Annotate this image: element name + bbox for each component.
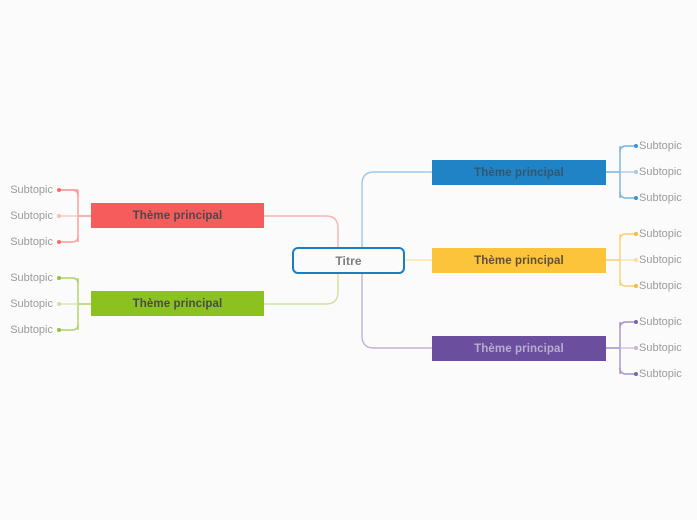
subtopic-yellow-1[interactable]: Subtopic (639, 228, 682, 240)
root-node-titre[interactable]: Titre (292, 247, 405, 274)
dot-blue-1 (634, 144, 638, 148)
subtopic-purple-3[interactable]: Subtopic (639, 368, 682, 380)
subtopic-green-1[interactable]: Subtopic (10, 272, 53, 284)
subtopic-blue-1[interactable]: Subtopic (639, 140, 682, 152)
subtopic-yellow-2[interactable]: Subtopic (639, 254, 682, 266)
spine-blue (606, 146, 621, 198)
dot-red-1 (57, 188, 61, 192)
stub-green-1 (60, 277, 79, 285)
subtopic-blue-2[interactable]: Subtopic (639, 166, 682, 178)
subtopic-green-3[interactable]: Subtopic (10, 324, 53, 336)
dot-yellow-3 (634, 284, 638, 288)
trunk-purple (361, 274, 432, 349)
subtopic-red-2[interactable]: Subtopic (10, 210, 53, 222)
theme-node-purple[interactable]: Thème principal (432, 336, 606, 361)
stub-blue-1 (619, 145, 635, 153)
subtopic-purple-1[interactable]: Subtopic (639, 316, 682, 328)
stub-blue-3 (619, 191, 635, 199)
dot-purple-3 (634, 372, 638, 376)
subtopic-purple-2[interactable]: Subtopic (639, 342, 682, 354)
dot-green-3 (57, 328, 61, 332)
spine-green (77, 278, 91, 330)
root-node-label: Titre (335, 253, 362, 268)
dot-blue-3 (634, 196, 638, 200)
theme-node-red-label: Thème principal (132, 209, 223, 222)
stub-purple-1 (619, 321, 635, 329)
dot-blue-2 (634, 170, 638, 174)
theme-node-blue[interactable]: Thème principal (432, 160, 606, 185)
subtopic-yellow-3[interactable]: Subtopic (639, 280, 682, 292)
subtopic-green-2[interactable]: Subtopic (10, 298, 53, 310)
theme-node-red[interactable]: Thème principal (91, 203, 264, 228)
theme-node-blue-label: Thème principal (474, 166, 564, 179)
theme-node-yellow[interactable]: Thème principal (432, 248, 606, 273)
subtopic-blue-3[interactable]: Subtopic (639, 192, 682, 204)
stub-green-3 (60, 323, 79, 331)
theme-node-green[interactable]: Thème principal (91, 291, 264, 316)
spine-red (77, 190, 91, 242)
trunk-blue (361, 171, 432, 247)
stub-purple-3 (619, 367, 635, 375)
dot-green-1 (57, 276, 61, 280)
trunk-red (264, 215, 339, 247)
subtopic-red-3[interactable]: Subtopic (10, 236, 53, 248)
theme-node-yellow-label: Thème principal (474, 254, 564, 267)
dot-purple-2 (634, 346, 638, 350)
theme-node-purple-label: Thème principal (474, 342, 564, 355)
spine-purple (606, 322, 621, 374)
trunk-green (264, 274, 339, 305)
dot-green-2 (57, 302, 61, 306)
stub-yellow-1 (619, 233, 635, 241)
stub-red-3 (60, 235, 79, 243)
subtopic-red-1[interactable]: Subtopic (10, 184, 53, 196)
stub-red-1b (60, 189, 79, 197)
stub-yellow-3 (619, 279, 635, 287)
dot-purple-1 (634, 320, 638, 324)
spine-yellow (606, 234, 621, 286)
dot-red-3 (57, 240, 61, 244)
dot-red-2 (57, 214, 61, 218)
dot-yellow-2 (634, 258, 638, 262)
dot-yellow-1 (634, 232, 638, 236)
theme-node-green-label: Thème principal (132, 297, 223, 310)
